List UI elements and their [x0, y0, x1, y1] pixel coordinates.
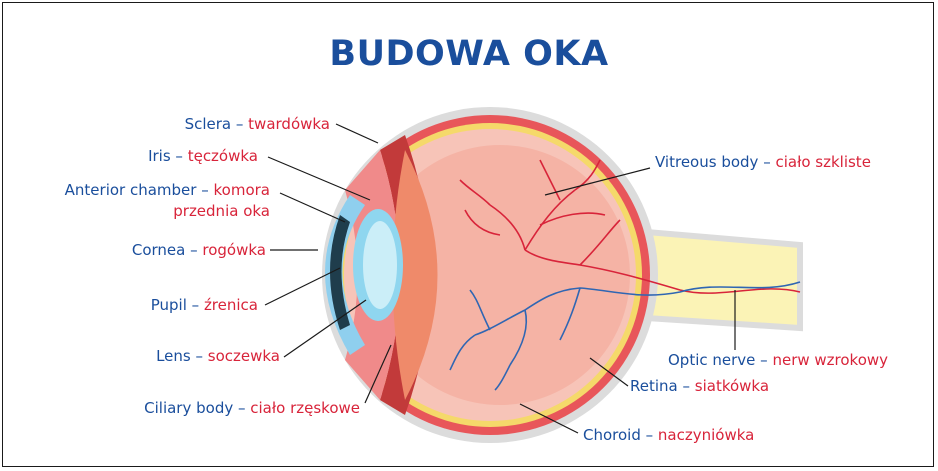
label-optic-nerve: Optic nerve – nerw wzrokowy [668, 350, 888, 370]
label-en: Anterior chamber [65, 181, 197, 199]
label-en: Lens [156, 347, 191, 365]
label-sep: – [191, 347, 208, 365]
lens-inner [363, 221, 397, 309]
label-iris: Iris – tęczówka [148, 146, 258, 166]
label-en: Vitreous body [655, 153, 758, 171]
label-pl: ciało rzęskowe [250, 399, 360, 417]
label-retina: Retina – siatkówka [630, 376, 769, 396]
label-choroid: Choroid – naczyniówka [583, 425, 754, 445]
label-en: Optic nerve [668, 351, 755, 369]
label-en: Iris [148, 147, 171, 165]
label-pl-line2: przednia oka [173, 202, 270, 220]
label-lens: Lens – soczewka [156, 346, 280, 366]
label-en: Retina [630, 377, 678, 395]
label-en: Cornea [132, 241, 185, 259]
label-sclera: Sclera – twardówka [185, 114, 330, 134]
label-pl: nerw wzrokowy [772, 351, 888, 369]
label-en: Ciliary body [144, 399, 233, 417]
label-pupil: Pupil – źrenica [151, 295, 258, 315]
label-pl: twardówka [248, 115, 330, 133]
label-sep: – [233, 399, 250, 417]
label-pl: tęczówka [188, 147, 258, 165]
label-sep: – [185, 241, 202, 259]
label-sep: – [171, 147, 188, 165]
label-pl: siatkówka [695, 377, 769, 395]
label-sep: – [678, 377, 695, 395]
label-ciliary-body: Ciliary body – ciało rzęskowe [144, 398, 360, 418]
label-en: Sclera [185, 115, 232, 133]
label-en: Choroid [583, 426, 641, 444]
label-sep: – [231, 115, 248, 133]
label-pl: rogówka [202, 241, 266, 259]
label-pl: soczewka [208, 347, 280, 365]
label-sep: – [196, 181, 213, 199]
label-anterior-chamber: Anterior chamber – komora przednia oka [65, 180, 270, 222]
label-sep: – [758, 153, 775, 171]
label-pl: naczyniówka [658, 426, 754, 444]
label-en: Pupil [151, 296, 187, 314]
label-sep: – [755, 351, 772, 369]
label-cornea: Cornea – rogówka [132, 240, 266, 260]
label-pl: ciało szkliste [775, 153, 870, 171]
label-sep: – [641, 426, 658, 444]
label-pl: źrenica [204, 296, 258, 314]
label-pl: komora [214, 181, 270, 199]
label-vitreous-body: Vitreous body – ciało szkliste [655, 152, 871, 172]
label-sep: – [187, 296, 204, 314]
